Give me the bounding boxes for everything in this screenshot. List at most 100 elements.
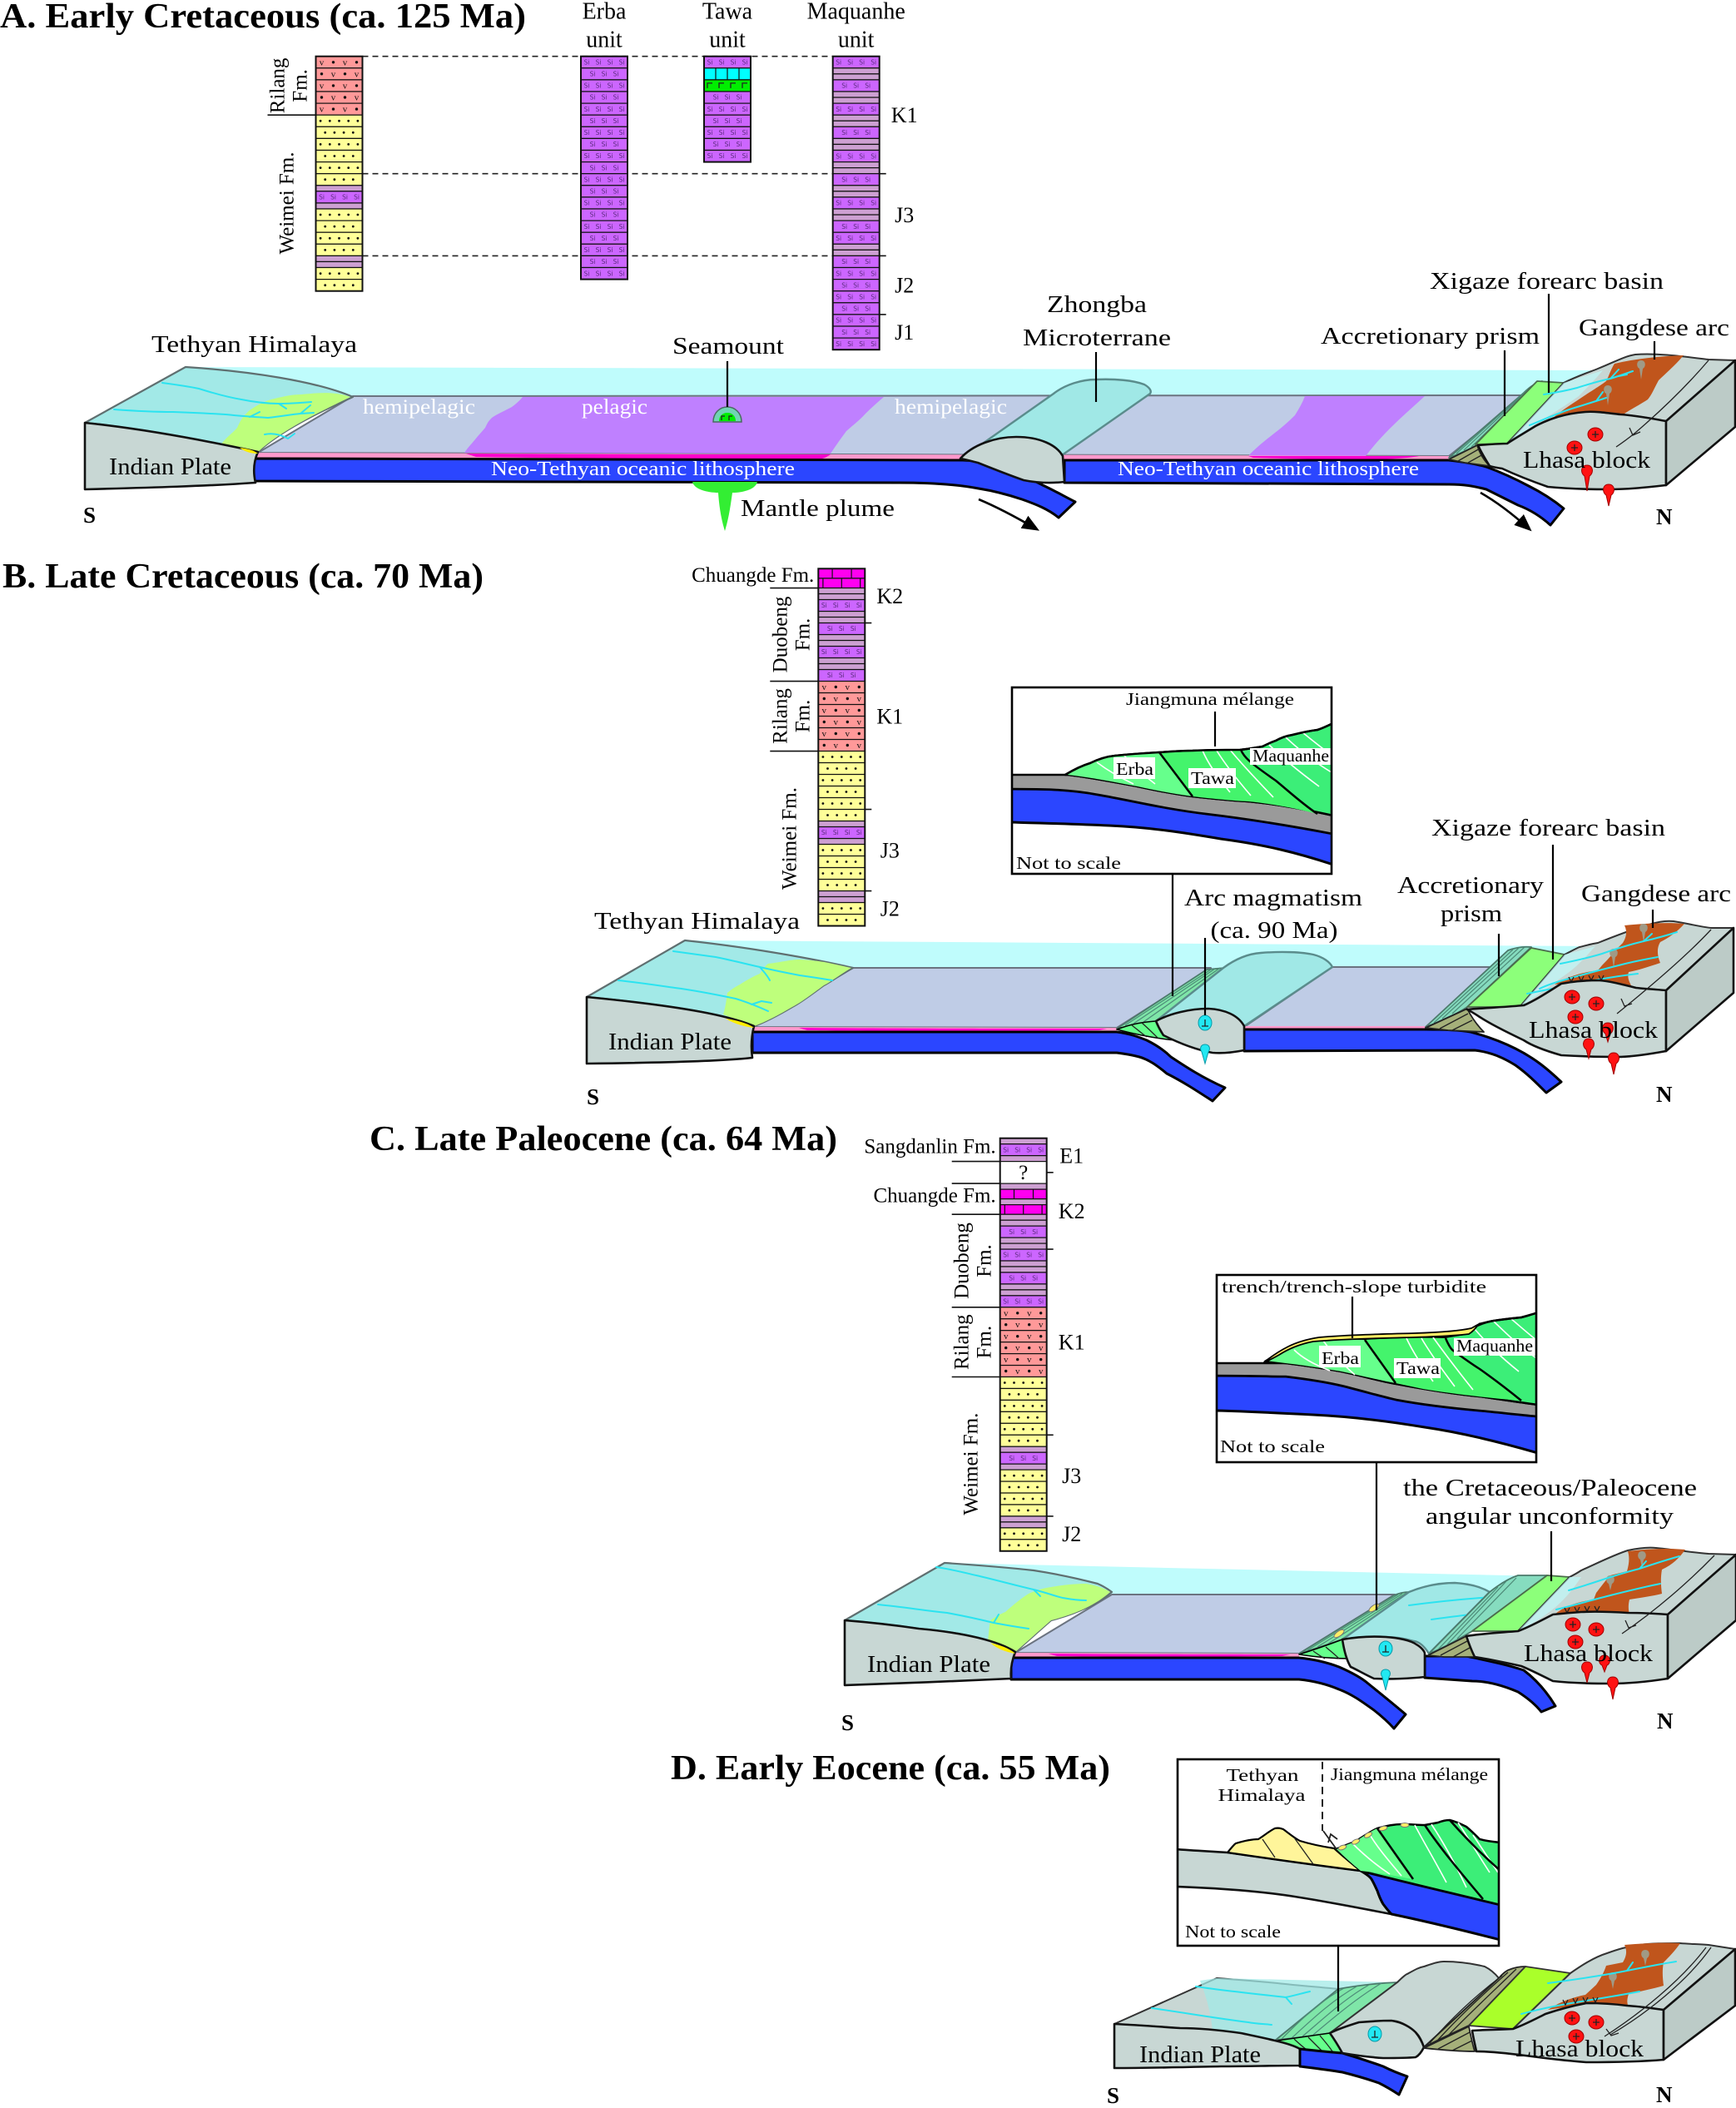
direction-north: N — [1656, 2082, 1673, 2107]
sandstone-dot — [857, 708, 861, 712]
sandstone-dot — [1016, 1312, 1019, 1315]
sandstone-dot — [846, 743, 849, 747]
zhongba-microterrane-front-face — [959, 435, 1066, 484]
volcanic-symbol: v — [1015, 1320, 1020, 1330]
chert-symbol: Si — [596, 152, 602, 160]
chert-symbol: Si — [742, 106, 748, 113]
chert-symbol: Si — [836, 317, 841, 325]
sandstone-dot — [859, 779, 862, 781]
layer-shale — [999, 1283, 1048, 1291]
label-background — [1250, 748, 1332, 765]
chert-symbol: Si — [841, 223, 847, 231]
chert-symbol: Si — [859, 270, 865, 277]
chert-symbol: Si — [602, 71, 608, 78]
layer-sandstone — [315, 126, 364, 140]
layer-shale — [832, 243, 880, 250]
layer-shale — [315, 202, 364, 210]
chert-symbol: Si — [856, 602, 862, 609]
label-background — [1394, 1358, 1441, 1378]
chert-symbol: Si — [725, 94, 731, 102]
sandstone-dot — [1031, 1405, 1034, 1407]
sandstone-dot — [834, 685, 837, 689]
turbidite-lens — [1363, 1832, 1373, 1838]
normal-fault — [1616, 929, 1712, 1014]
river — [1529, 391, 1607, 426]
rising-magma — [1603, 484, 1614, 507]
sandstone-dot — [1004, 1323, 1008, 1327]
chert-symbol: Si — [870, 59, 876, 67]
layer-shale — [999, 1155, 1048, 1163]
sandstone-dot — [1008, 1393, 1011, 1396]
label-zhongba: Zhongba — [1047, 291, 1147, 318]
label-prism: prism — [1441, 900, 1502, 927]
chert-symbol: Si — [841, 129, 847, 136]
chert-symbol: Si — [619, 59, 625, 67]
river — [1555, 1583, 1661, 1610]
chert-symbol: Si — [839, 625, 845, 632]
sandstone-dot — [328, 119, 331, 122]
chert-symbol: Si — [841, 258, 847, 265]
chert-symbol: Si — [613, 235, 619, 242]
chert-symbol: Si — [725, 141, 731, 148]
sandstone-dot — [1008, 1416, 1011, 1419]
column-header: unit — [586, 27, 622, 53]
sandstone-dot — [320, 96, 324, 99]
formation-label: Rilang — [267, 57, 290, 113]
layer-fill — [817, 761, 866, 776]
sandstone-dot — [333, 284, 336, 287]
layer-sandstone — [817, 796, 866, 811]
chert-symbol: Si — [619, 223, 625, 231]
age-label: J1 — [895, 320, 914, 345]
volcanic-symbol: v — [355, 93, 360, 103]
layer-fill — [999, 1219, 1048, 1227]
label-background — [1454, 1338, 1536, 1356]
sandstone-dot — [850, 872, 852, 875]
chert-symbol: Si — [1026, 1298, 1032, 1306]
sandstone-dot — [845, 884, 848, 886]
chert-symbol: Si — [821, 829, 827, 836]
pluton-symbol — [1371, 2031, 1378, 2038]
chert-symbol: Si — [596, 223, 602, 231]
layer-shale — [315, 260, 364, 269]
column-frame — [999, 1137, 1048, 1552]
chert-symbol: Si — [853, 305, 859, 313]
column-frame — [703, 55, 751, 163]
sandstone-dot — [333, 155, 336, 157]
chert-symbol: Si — [737, 141, 742, 148]
label-background — [1114, 757, 1155, 779]
sandstone-dot — [1040, 1405, 1044, 1407]
panel-c-title: C. Late Paleocene (ca. 64 Ma) — [370, 1120, 837, 1158]
chert-symbol: Si — [865, 329, 870, 336]
chert-symbol: Si — [613, 211, 619, 219]
chert-symbol: Si — [613, 188, 619, 196]
column-frame — [315, 55, 364, 292]
sandstone-dot — [1017, 1544, 1020, 1547]
chert-symbol: Si — [1014, 1298, 1020, 1306]
layer-shale — [999, 1219, 1048, 1227]
chert-symbol: Si — [859, 152, 865, 160]
chert-symbol: Si — [590, 141, 596, 148]
layer-fill — [817, 785, 866, 799]
chert-symbol: Si — [836, 235, 841, 242]
indian-plate-front-face — [585, 995, 756, 1065]
sandstone-dot — [351, 131, 355, 134]
slope-sediment-lens — [990, 1643, 1015, 1654]
label-unconformity-type: angular unconformity — [1426, 1503, 1674, 1530]
volcanic-symbol: v — [822, 706, 827, 716]
prism-front-slices — [1437, 2031, 1473, 2051]
sandstone-dot — [1003, 1474, 1006, 1477]
chert-symbol: Si — [870, 270, 876, 277]
chert-symbol: Si — [619, 270, 625, 277]
layer-shale — [817, 633, 866, 642]
shelf-margin-sediments — [221, 393, 350, 452]
prism-front-slices — [1457, 448, 1484, 464]
basalt-symbol — [730, 82, 736, 88]
